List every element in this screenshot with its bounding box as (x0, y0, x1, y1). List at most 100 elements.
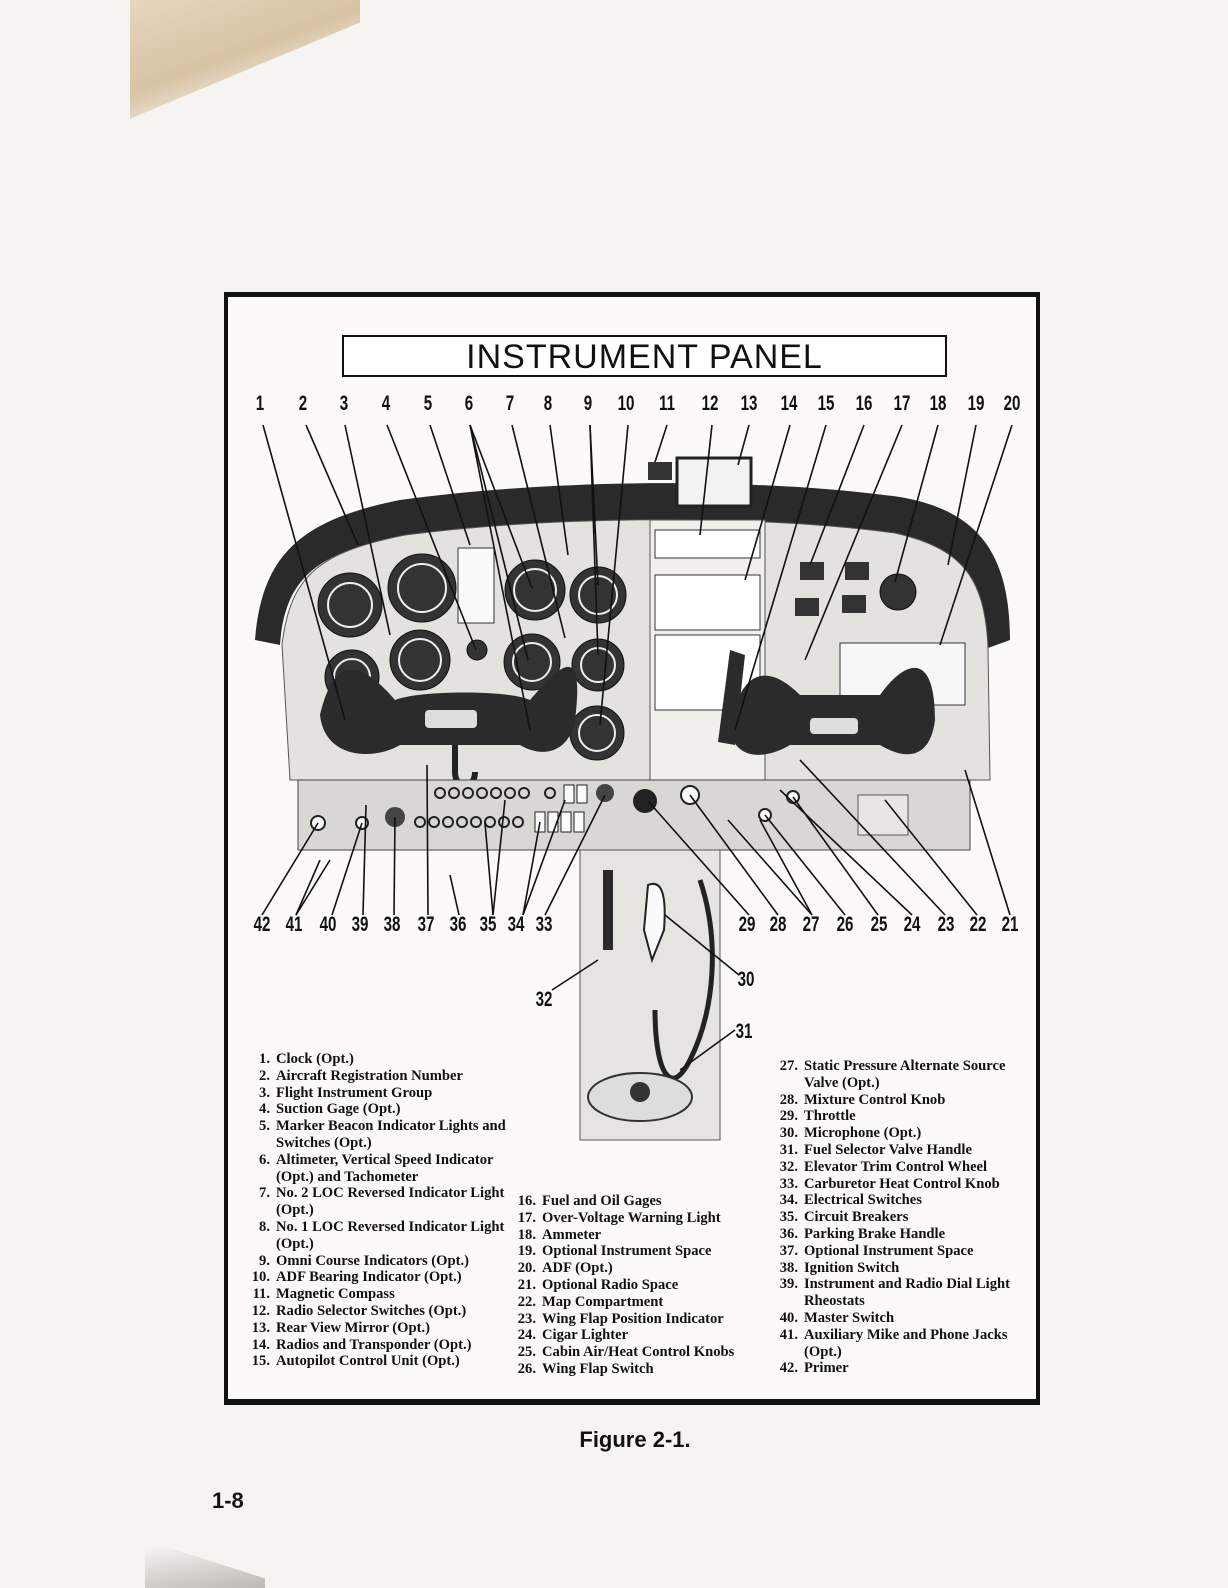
callout-24: 24 (903, 913, 921, 936)
legend-item: 21.Optional Radio Space (517, 1276, 679, 1293)
callout-2: 2 (298, 392, 308, 415)
microphone-cord (652, 879, 715, 1081)
page-number: 1-8 (212, 1488, 244, 1513)
legend-item: 41.Auxiliary Mike and Phone Jacks (Opt.) (779, 1326, 1008, 1360)
callout-20: 20 (1003, 392, 1021, 415)
legend-item: 31.Fuel Selector Valve Handle (779, 1141, 972, 1158)
legend-item: 13.Rear View Mirror (Opt.) (251, 1319, 431, 1336)
callout-5: 5 (423, 392, 433, 415)
callout-6: 6 (464, 392, 474, 415)
callout-19: 19 (967, 392, 985, 415)
callout-33: 33 (535, 913, 553, 936)
legend-item: 25.Cabin Air/Heat Control Knobs (517, 1344, 735, 1361)
legend-item: 27.Static Pressure Alternate Source Valv… (779, 1058, 1006, 1091)
legend-item: 19.Optional Instrument Space (517, 1243, 712, 1260)
leader-lines (262, 424, 1013, 731)
legend-item: 18.Ammeter (517, 1226, 602, 1243)
legend-item: 32.Elevator Trim Control Wheel (779, 1158, 988, 1175)
callout-26: 26 (836, 913, 854, 936)
legend-item: 38.Ignition Switch (779, 1259, 900, 1276)
legend-item: 2.Aircraft Registration Number (259, 1067, 463, 1084)
callout-11: 11 (659, 392, 675, 415)
legend-item: 12.Radio Selector Switches (Opt.) (251, 1302, 467, 1319)
callout-31: 31 (735, 1020, 753, 1043)
callout-28: 28 (769, 913, 787, 936)
radio-unit-1 (654, 529, 761, 559)
callout-41: 41 (285, 913, 303, 936)
callout-25: 25 (870, 913, 888, 936)
figure-caption: Figure 2-1. (579, 1427, 691, 1452)
callout-27: 27 (802, 913, 820, 936)
rear-view-mirror (675, 456, 753, 508)
legend-item: 10.ADF Bearing Indicator (Opt.) (251, 1269, 462, 1286)
legend-column-1: 1.Clock (Opt.) 2.Aircraft Registration N… (246, 1051, 511, 1370)
carb-heat-knob (596, 784, 614, 802)
legend-item: 22.Map Compartment (517, 1293, 664, 1310)
gauge-suction (466, 639, 488, 661)
legend-item: 39.Instrument and Radio Dial Light Rheos… (779, 1276, 1010, 1310)
callout-29: 29 (738, 913, 756, 936)
legend-item: 34.Electrical Switches (779, 1192, 922, 1209)
map-compartment (857, 794, 909, 836)
callout-7: 7 (505, 392, 515, 415)
legend-item: 7.No. 2 LOC Reversed Indicator Light (Op… (259, 1185, 505, 1219)
callout-15: 15 (817, 392, 835, 415)
throttle-handle (718, 650, 745, 745)
engine-gages (795, 562, 869, 616)
callout-1: 1 (255, 392, 265, 415)
legend-item: 8.No. 1 LOC Reversed Indicator Light (Op… (259, 1218, 505, 1252)
elevator-trim-wheel (603, 870, 613, 950)
gauge-ammeter (879, 573, 917, 611)
legend-item: 30.Microphone (Opt.) (779, 1125, 922, 1142)
legend-item: 20.ADF (Opt.) (517, 1260, 613, 1277)
legend-item: 37.Optional Instrument Space (779, 1242, 974, 1259)
panel-title: INSTRUMENT PANEL (342, 335, 947, 377)
legend-item: 16.Fuel and Oil Gages (517, 1193, 662, 1209)
legend-item: 5.Marker Beacon Indicator Lights and Swi… (259, 1118, 506, 1151)
legend-item: 17.Over-Voltage Warning Light (517, 1209, 721, 1226)
callout-4: 4 (381, 392, 391, 415)
marker-beacon-box (457, 547, 495, 624)
legend-item: 1.Clock (Opt.) (259, 1051, 354, 1067)
callout-34: 34 (507, 913, 525, 936)
callout-9: 9 (583, 392, 593, 415)
radio-unit-2 (654, 574, 761, 631)
legend-item: 29.Throttle (779, 1108, 856, 1125)
callout-12: 12 (701, 392, 719, 415)
callout-17: 17 (893, 392, 911, 415)
callout-38: 38 (383, 913, 401, 936)
throttle-knob (633, 789, 657, 813)
callout-14: 14 (780, 392, 798, 415)
callout-30: 30 (737, 968, 755, 991)
legend-item: 24.Cigar Lighter (517, 1327, 629, 1344)
legend-item: 3.Flight Instrument Group (259, 1084, 433, 1101)
callout-13: 13 (740, 392, 758, 415)
magnetic-compass (648, 462, 672, 480)
legend-item: 15.Autopilot Control Unit (Opt.) (251, 1353, 460, 1370)
legend-item: 4.Suction Gage (Opt.) (259, 1101, 401, 1118)
legend-item: 23.Wing Flap Position Indicator (517, 1310, 724, 1327)
callout-40: 40 (319, 913, 337, 936)
glareshield (255, 483, 1010, 648)
callout-21: 21 (1001, 913, 1019, 936)
legend-item: 28.Mixture Control Knob (779, 1091, 946, 1108)
microphone (642, 882, 666, 964)
callout-10: 10 (617, 392, 635, 415)
callout-22: 22 (969, 913, 987, 936)
legend-item: 14.Radios and Transponder (Opt.) (251, 1336, 472, 1353)
callout-16: 16 (855, 392, 873, 415)
callout-8: 8 (543, 392, 553, 415)
control-wheel-copilot (730, 667, 935, 755)
callout-37: 37 (417, 913, 435, 936)
callout-23: 23 (937, 913, 955, 936)
legend-item: 11.Magnetic Compass (252, 1286, 395, 1303)
legend-item: 9.Omni Course Indicators (Opt.) (259, 1252, 469, 1269)
legend-item: 36.Parking Brake Handle (779, 1225, 946, 1242)
legend-item: 26.Wing Flap Switch (517, 1360, 654, 1377)
callout-39: 39 (351, 913, 369, 936)
legend-item: 35.Circuit Breakers (779, 1209, 909, 1226)
circuit-breaker-row (414, 787, 556, 828)
legend-item: 42.Primer (779, 1360, 849, 1377)
callout-42: 42 (253, 913, 271, 936)
